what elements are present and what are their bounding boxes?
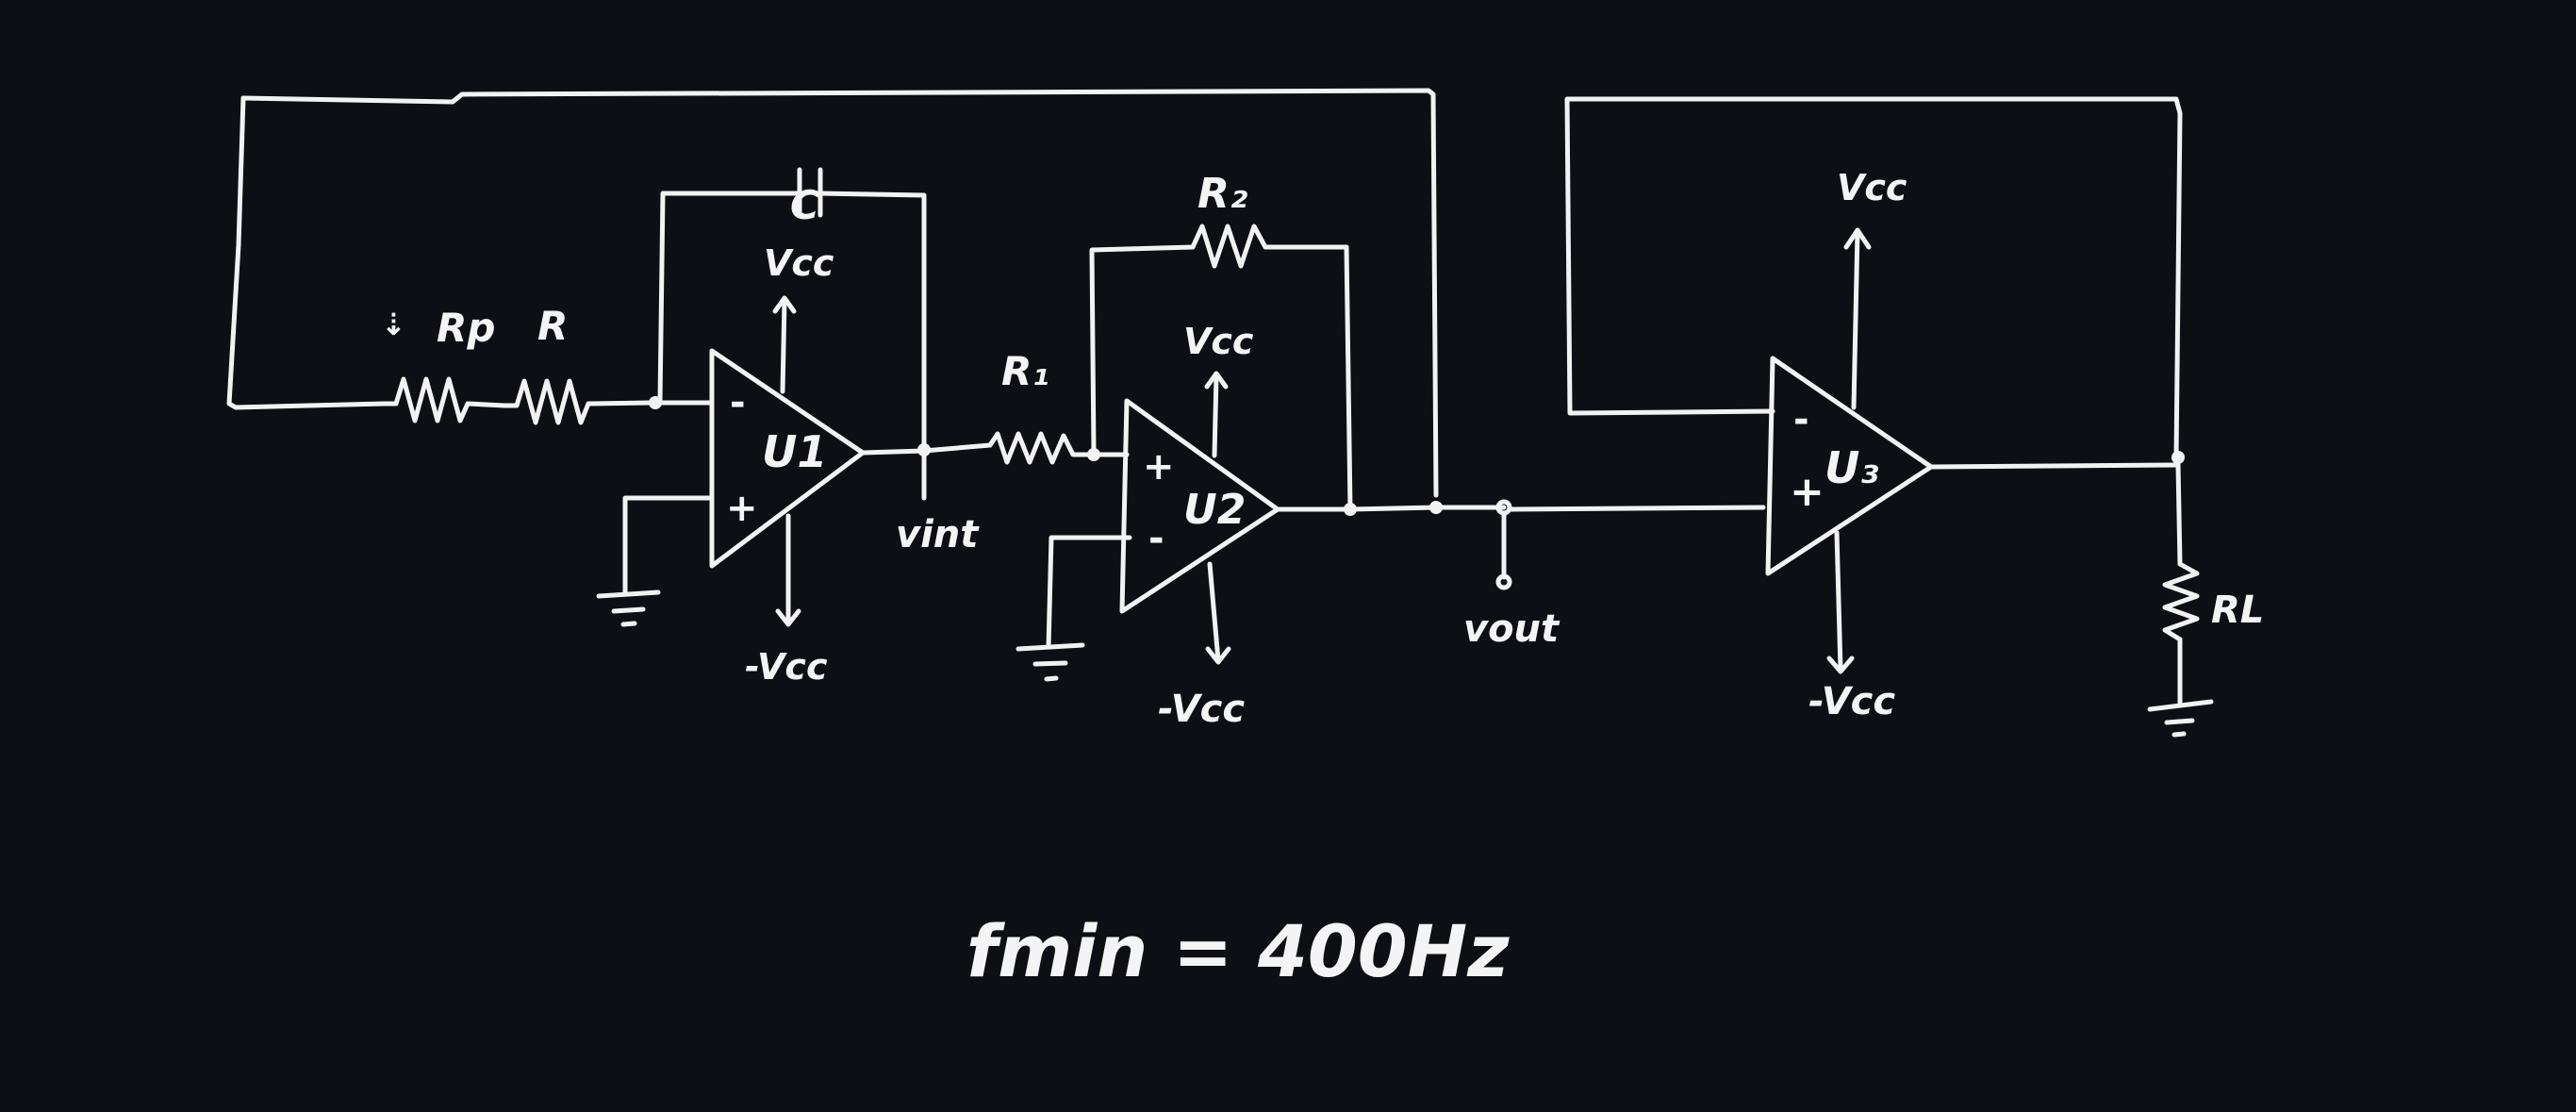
u3-output-node — [2171, 451, 2185, 464]
r1-label: R₁ — [1001, 348, 1049, 394]
u3-vcc-label: Vcc — [1837, 167, 1907, 208]
r1-resistor — [987, 431, 1100, 465]
u3-plus-sign: + — [1790, 468, 1825, 516]
r2-label: R₂ — [1197, 170, 1247, 218]
rp-label: Rp — [437, 305, 495, 351]
r-label: R — [537, 303, 568, 349]
capacitor-label: C — [790, 182, 819, 228]
top-loop-node — [1429, 501, 1443, 514]
potentiometer-mark: ⇣ — [381, 307, 406, 342]
u3-label: U₃ — [1825, 442, 1879, 493]
u1-label: U1 — [762, 426, 827, 477]
vint-label: vint — [896, 513, 980, 556]
u3-neg-vcc-label: -Vcc — [1808, 680, 1895, 723]
r-resistor — [502, 378, 653, 425]
u2-minus-sign: - — [1148, 517, 1164, 560]
u2-neg-vcc-label: -Vcc — [1158, 688, 1245, 731]
u2-label: U2 — [1183, 486, 1246, 534]
u2-feedback-node — [1344, 503, 1357, 516]
u2-plus-sign: + — [1143, 445, 1175, 489]
rl-label: RL — [2211, 589, 2264, 632]
u3-minus-sign: - — [1793, 398, 1809, 441]
u1-plus-sign: + — [726, 487, 758, 530]
u1-neg-vcc-label: -Vcc — [745, 646, 828, 688]
u1-vcc-label: Vcc — [764, 242, 834, 284]
rp-resistor — [382, 376, 507, 423]
u3-buffer — [1507, 96, 2214, 738]
u1-minus-sign: - — [730, 381, 746, 424]
vout-label: vout — [1463, 607, 1560, 651]
top-feedback-wire — [226, 88, 1439, 498]
u2-comparator — [1016, 224, 1507, 682]
frequency-equation: fmin = 400Hz — [966, 909, 1510, 993]
u2-vcc-label: Vcc — [1183, 321, 1254, 362]
u1-integrator — [596, 167, 993, 627]
vout-terminal — [1495, 499, 1512, 590]
